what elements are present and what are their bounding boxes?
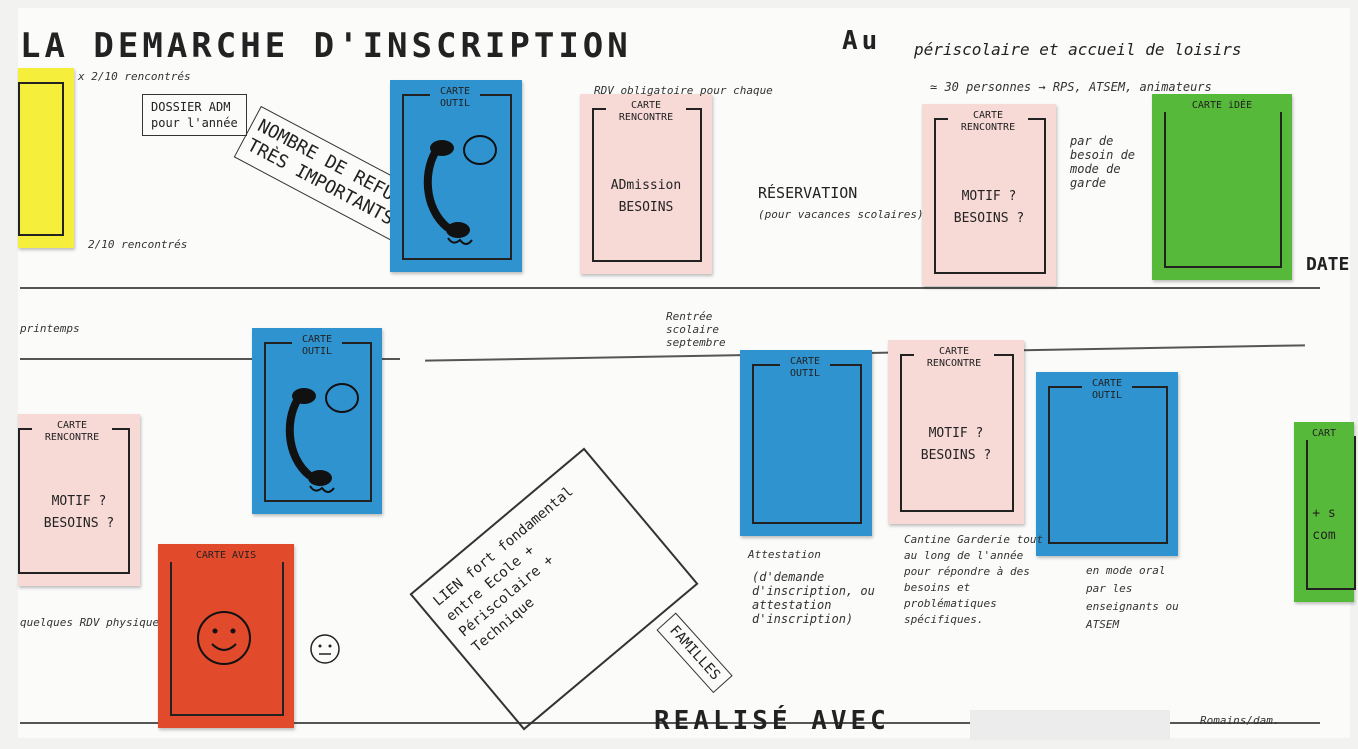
printemps-note: printemps [20,322,80,335]
cantine-note: Cantine Garderie tout au long de l'année… [904,533,1044,626]
rentree-note: Rentrée scolaire septembre [666,310,726,349]
card-line-1: ADmission [610,178,682,193]
yellow-card [18,68,74,248]
title-text: LA DEMARCHE D'INSCRIPTION [20,26,632,66]
carte-rencontre-3: CARTE RENCONTRE MOTIF ? BESOINS ? [18,414,140,586]
card-line-2: BESOINS ? [920,447,992,463]
title-au: Au [842,26,882,56]
note-small-1: x 2/10 rencontrés [78,70,191,83]
carte-rencontre-4: CARTE RENCONTRE MOTIF ? BESOINS ? [888,340,1024,524]
carte-outil-4: CARTE OUTIL [1036,372,1178,556]
card-body: ADmission BESOINS [580,175,712,219]
carte-avis: CARTE AVIS [158,544,294,728]
title-script: périscolaire et accueil de loisirs [914,40,1242,59]
card-header: CARTE OUTIL [430,86,480,110]
card-body: + s com [1294,503,1354,547]
card-frame [1164,108,1282,268]
phone-icon [285,383,359,493]
card-line-2: BESOINS ? [953,210,1025,226]
card-body: MOTIF ? BESOINS ? [18,491,140,535]
carte-outil-1: CARTE OUTIL [390,80,522,272]
attestation-note: Attestation [748,548,821,561]
main-title: LA DEMARCHE D'INSCRIPTION [20,26,632,66]
demande-note: (d'demande d'inscription, ou attestation… [752,570,875,626]
divider-line-top [20,287,1320,289]
card-header: CARTE OUTIL [1082,378,1132,402]
card-line-2: BESOINS [618,200,674,215]
card-frame [1048,386,1168,544]
card-line-1: MOTIF ? [928,425,984,441]
personnes-note: ≃ 30 personnes → RPS, ATSEM, animateurs [930,80,1212,94]
bottom-signature: Romains/dam. [1200,714,1280,727]
carte-idee: CARTE iDÉE [1152,94,1292,280]
date-note: DATE [1306,254,1350,275]
smiley-icon [197,611,251,665]
reservation-sub: (pour vacances scolaires) [758,208,924,221]
rdv-note: quelques RDV physique [20,616,160,629]
bottom-title: REALISÉ AVEC [654,706,890,736]
card-line-1: + s [1312,506,1336,521]
carte-rencontre-1: CARTE RENCONTRE ADmission BESOINS [580,94,712,274]
card-line-1: MOTIF ? [51,494,107,510]
besoin-note: par de besoin de mode de garde [1070,134,1136,190]
neutral-face-icon [310,634,340,664]
phone-icon [423,135,497,245]
note-small-2: 2/10 rencontrés [88,238,188,251]
card-header: CARTE iDÉE [1152,100,1292,112]
card-header: CARTE AVIS [158,550,294,562]
divider-line-bottom [20,722,1320,724]
card-header: CARTE OUTIL [780,356,830,380]
card-line-2: BESOINS ? [43,516,115,532]
card-header: CARTE RENCONTRE [948,110,1028,134]
carte-rencontre-2: CARTE RENCONTRE MOTIF ? BESOINS ? [922,104,1056,286]
card-header: CART [1294,428,1354,440]
carte-outil-3: CARTE OUTIL [740,350,872,536]
card-header: CARTE RENCONTRE [32,420,112,444]
card-frame [752,364,862,524]
blank-label [970,710,1170,740]
card-header: CARTE RENCONTRE [606,100,686,124]
card-line-2: com [1312,528,1336,543]
reservation-note: RÉSERVATION [758,184,858,202]
card-frame [18,82,64,236]
card-body: MOTIF ? BESOINS ? [922,186,1056,230]
card-line-1: MOTIF ? [961,188,1017,204]
divider-line-mid-left [20,358,400,360]
mode-oral-note: en mode oral par les enseignants ou ATSE… [1086,564,1179,631]
card-header: CARTE RENCONTRE [914,346,994,370]
top-note: RDV obligatoire pour chaque [594,84,773,97]
dossier-note: DOSSIER ADM pour l'année [142,94,247,136]
carte-green-2: CART + s com [1294,422,1356,602]
card-header: CARTE OUTIL [292,334,342,358]
carte-outil-2: CARTE OUTIL [252,328,382,514]
card-body: MOTIF ? BESOINS ? [888,423,1024,467]
